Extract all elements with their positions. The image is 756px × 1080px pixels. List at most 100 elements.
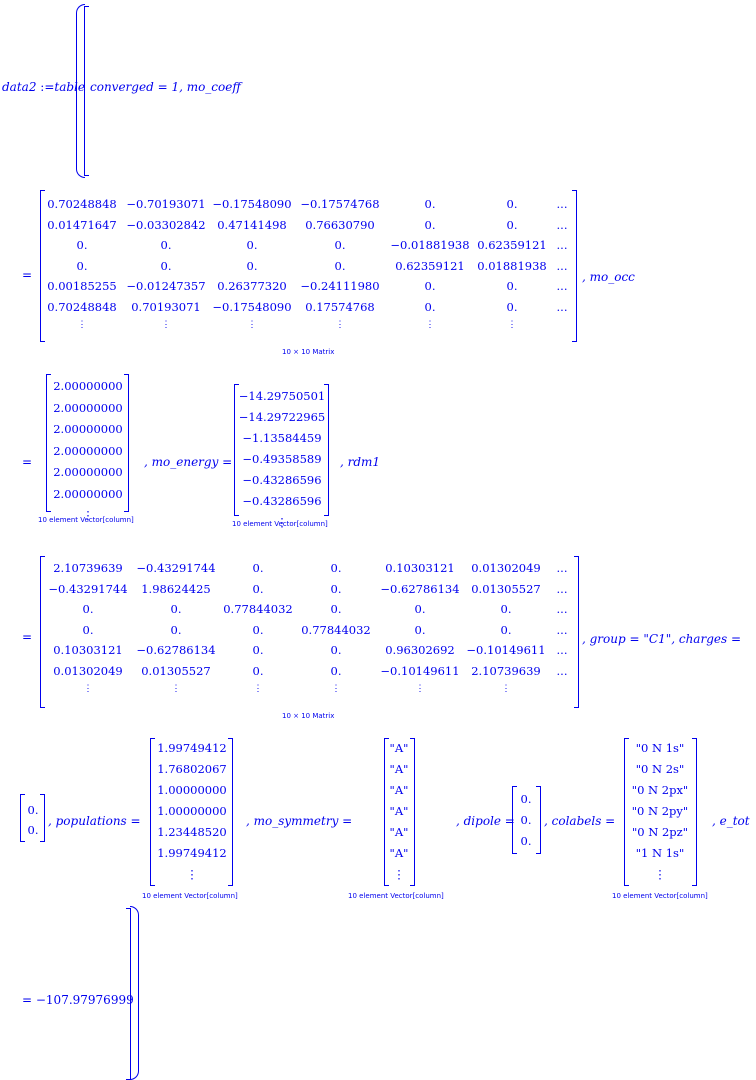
matrix-cell: −0.17574768 xyxy=(300,197,380,211)
right-paren-outer xyxy=(130,906,139,1080)
matrix-cell: 0.01881938 xyxy=(477,258,547,273)
matrix-cell: 0.01302049 xyxy=(471,561,541,575)
vector-entry: 0. xyxy=(520,834,532,848)
matrix-cell: 0.70248848 xyxy=(47,299,117,314)
vector-entry: 2.00000000 xyxy=(53,379,123,393)
matrix-cell: 0.17574768 xyxy=(305,299,375,314)
matrix-cell: 0.70248848 xyxy=(47,197,117,211)
matrix-cell: ... xyxy=(556,299,568,314)
matrix-cell: ... xyxy=(556,663,568,678)
matrix-cell: 0. xyxy=(246,238,258,252)
vector-entry: "A" xyxy=(389,825,409,839)
vector-entry: "0 N 2px" xyxy=(631,783,689,797)
matrix-cell: 0. xyxy=(170,622,182,637)
matrix-cell: 0. xyxy=(160,238,172,252)
vector-size-label: 10 element Vector[column] xyxy=(232,520,328,528)
next-field-mo-energy: , mo_energy = xyxy=(144,455,233,469)
matrix-cell: 0. xyxy=(252,622,264,637)
vector-left-bracket xyxy=(150,738,155,886)
vector-entry: ⋮ xyxy=(82,508,94,522)
matrix-cell: ... xyxy=(556,238,568,252)
left-bracket-inner xyxy=(84,6,89,176)
next-field-populations: , populations = xyxy=(48,814,141,828)
vector-entry: "A" xyxy=(389,846,409,860)
matrix-cell: 0. xyxy=(252,643,264,657)
vector-entry: ⋮ xyxy=(276,515,288,529)
matrix-cell: ⋮ xyxy=(425,320,435,330)
vector-entry: "A" xyxy=(389,762,409,776)
vector-entry: −14.29750501 xyxy=(238,389,326,403)
matrix-cell: ⋮ xyxy=(161,320,171,330)
vector-size-label: 10 element Vector[column] xyxy=(612,892,708,900)
matrix-cell: 0. xyxy=(76,258,88,273)
vector-entry: −0.43286596 xyxy=(242,494,322,508)
matrix-cell: 0.47141498 xyxy=(217,217,287,232)
vector-entry: "0 N 2s" xyxy=(635,762,685,776)
matrix-cell: ... xyxy=(556,602,568,616)
vector-entry: "A" xyxy=(389,741,409,755)
matrix-cell: −0.70193071 xyxy=(126,197,206,211)
matrix-cell: 0. xyxy=(424,299,436,314)
matrix-cell: −0.62786134 xyxy=(380,581,460,596)
matrix-cell: ... xyxy=(556,217,568,232)
next-field-colabels: , colabels = xyxy=(544,814,616,828)
vector-right-bracket xyxy=(536,786,541,854)
matrix-cell: 0. xyxy=(414,602,426,616)
matrix-cell: 0. xyxy=(424,217,436,232)
vector-left-bracket xyxy=(20,794,25,842)
matrix-cell: 0. xyxy=(76,238,88,252)
matrix-cell: ⋮ xyxy=(83,684,93,694)
matrix-cell: ... xyxy=(556,643,568,657)
matrix-cell: 0. xyxy=(82,622,94,637)
vector-entry: 0. xyxy=(27,823,39,837)
matrix-cell: ⋮ xyxy=(253,684,263,694)
matrix-cell: 0.00185255 xyxy=(47,279,117,293)
matrix-left-bracket xyxy=(40,190,45,342)
matrix-cell: 0.62359121 xyxy=(395,258,465,273)
matrix-cell: 0. xyxy=(500,622,512,637)
vector-entry: "0 N 1s" xyxy=(635,741,685,755)
matrix-cell: ⋮ xyxy=(171,684,181,694)
vector-entry: 1.23448520 xyxy=(157,825,227,839)
vector-entry: 2.00000000 xyxy=(53,400,123,415)
matrix-cell: ... xyxy=(556,622,568,637)
assign-operator: := xyxy=(40,80,55,94)
vector-right-bracket xyxy=(692,738,697,886)
matrix-cell: −0.43291744 xyxy=(48,581,128,596)
matrix-cell: ... xyxy=(556,258,568,273)
next-field-dipole: , dipole = xyxy=(456,814,515,828)
matrix-cell: ⋮ xyxy=(335,320,345,330)
vector-entry: 2.00000000 xyxy=(53,443,123,458)
vector-left-bracket xyxy=(234,384,239,516)
matrix-cell: 0.01305527 xyxy=(141,663,211,678)
equals-sign: = xyxy=(22,630,33,644)
next-field-e-tot: , e_tot xyxy=(712,814,750,828)
matrix-cell: 0. xyxy=(170,602,182,616)
matrix-cell: 0. xyxy=(424,197,436,211)
matrix-cell: ⋮ xyxy=(77,320,87,330)
vector-size-label: 10 element Vector[column] xyxy=(142,892,238,900)
matrix-cell: 0.26377320 xyxy=(217,279,287,293)
matrix-cell: 0.70193071 xyxy=(131,299,201,314)
first-field: converged = 1, mo_coeff xyxy=(90,80,241,94)
matrix-cell: −0.43291744 xyxy=(136,561,216,575)
vector-entry: −0.49358589 xyxy=(242,452,322,466)
vector-entry: "0 N 2pz" xyxy=(631,825,688,839)
matrix-size-label: 10 × 10 Matrix xyxy=(282,348,335,356)
vector-entry: ⋮ xyxy=(393,867,405,881)
matrix-cell: 0. xyxy=(424,279,436,293)
matrix-cell: −0.10149611 xyxy=(466,643,546,657)
matrix-cell: 1.98624425 xyxy=(141,581,211,596)
matrix-cell: 0.10303121 xyxy=(385,561,455,575)
matrix-cell: 0.10303121 xyxy=(53,643,123,657)
vector-left-bracket xyxy=(46,374,51,512)
matrix-cell: −0.62786134 xyxy=(136,643,216,657)
matrix-cell: 0.01305527 xyxy=(471,581,541,596)
matrix-cell: 0.01302049 xyxy=(53,663,123,678)
matrix-cell: 0. xyxy=(252,581,264,596)
vector-entry: 1.00000000 xyxy=(157,783,227,797)
matrix-right-bracket xyxy=(572,190,577,342)
vector-right-bracket xyxy=(324,384,329,516)
vector-entry: "0 N 2py" xyxy=(631,804,689,818)
vector-entry: "A" xyxy=(389,783,409,797)
